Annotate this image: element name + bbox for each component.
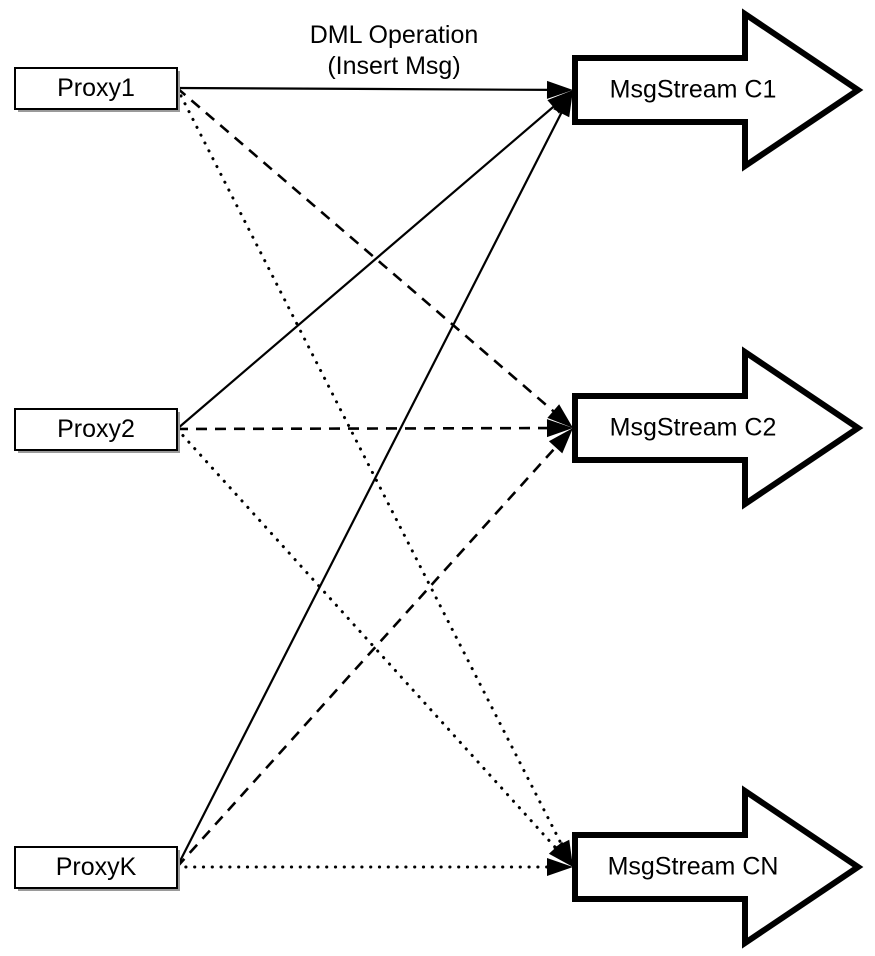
- edge-arrowhead: [546, 419, 573, 438]
- edge-label-line-1: DML Operation: [310, 21, 479, 49]
- proxy-node[interactable]: ProxyK: [14, 846, 180, 891]
- edge-dotted: [175, 86, 566, 851]
- edge-arrowhead: [546, 80, 573, 99]
- edge-dashed: [176, 426, 554, 431]
- edge-arrowhead: [547, 858, 573, 876]
- edge-solid: [176, 102, 559, 430]
- proxy-node[interactable]: Proxy2: [14, 408, 180, 453]
- arrowheads-layer: [546, 80, 573, 876]
- msgstream-label: MsgStream CN: [608, 853, 779, 881]
- edges-layer: [175, 86, 566, 869]
- proxy-label: ProxyK: [56, 853, 137, 881]
- edge-arrowhead: [553, 90, 573, 118]
- edge-solid: [176, 86, 554, 91]
- edge-arrowhead: [548, 841, 573, 867]
- msgstream-label: MsgStream C2: [610, 414, 777, 442]
- edge-dashed: [176, 441, 561, 868]
- proxy-box[interactable]: [14, 846, 178, 889]
- msgstream-node[interactable]: MsgStream C2: [572, 346, 864, 510]
- msgstream-arrow-shape[interactable]: [572, 346, 864, 510]
- edge-solid: [176, 107, 565, 868]
- msgstream-label: MsgStream C1: [610, 76, 777, 104]
- msgstream-node[interactable]: MsgStream C1: [572, 8, 864, 172]
- edge-dashed: [176, 87, 559, 416]
- msgstream-arrow-shape[interactable]: [572, 785, 864, 949]
- proxy-node[interactable]: Proxy1: [14, 67, 180, 112]
- msgstream-node[interactable]: MsgStream CN: [572, 785, 864, 949]
- msgstream-arrow-shape[interactable]: [572, 8, 864, 172]
- proxy-label: Proxy2: [57, 415, 135, 443]
- dml-operation-label: DML Operation (Insert Msg): [310, 21, 479, 80]
- edge-arrowhead: [547, 90, 573, 114]
- proxy-box[interactable]: [14, 67, 178, 110]
- edge-arrowhead: [548, 428, 573, 454]
- proxy-box[interactable]: [14, 408, 178, 451]
- edge-dotted: [175, 427, 562, 854]
- msgstream-nodes-layer: MsgStream C1 MsgStream C2 MsgStream CN: [572, 8, 864, 949]
- proxy-label: Proxy1: [57, 74, 135, 102]
- edge-arrowhead: [547, 404, 573, 428]
- edge-label-line-2: (Insert Msg): [327, 52, 460, 80]
